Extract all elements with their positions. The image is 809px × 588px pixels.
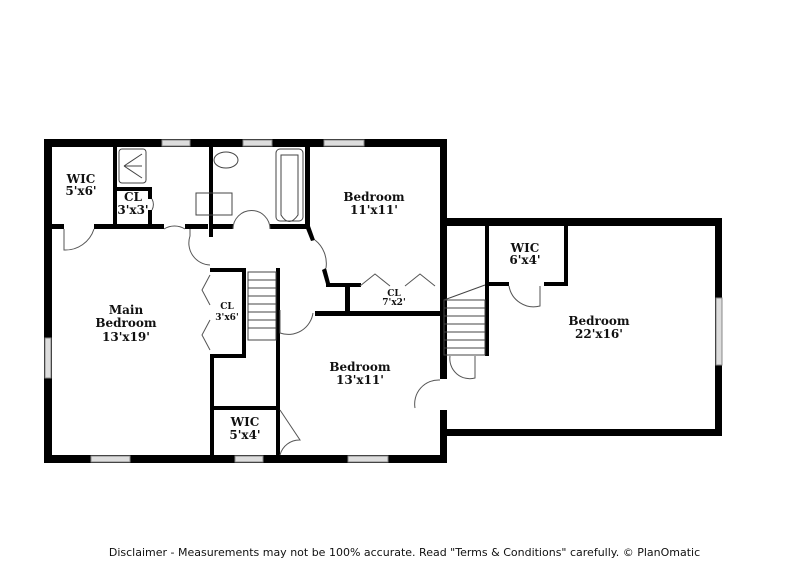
- room-name: WIC: [66, 172, 96, 186]
- room-name: CL: [124, 190, 143, 204]
- room-size: 3'x6': [215, 313, 238, 323]
- room-size: 7'x2': [382, 298, 405, 308]
- room-size: 3'x3': [117, 203, 148, 217]
- room-size: 13'x11': [336, 373, 384, 387]
- room-name: Main: [109, 303, 144, 317]
- room-size: 11'x11': [350, 203, 398, 217]
- room-name: Bedroom: [95, 316, 156, 330]
- room-size: 5'x4': [229, 428, 260, 442]
- windows: [44, 139, 723, 463]
- vanity-sink: [195, 192, 233, 216]
- shower: [118, 148, 147, 184]
- bathtub: [275, 148, 304, 222]
- room-name: CL: [220, 302, 234, 312]
- staircase-right: [443, 284, 486, 356]
- room-name: WIC: [230, 415, 260, 429]
- room-name: CL: [387, 289, 401, 299]
- room-size: 6'x4': [509, 253, 540, 267]
- doors: [63, 198, 541, 456]
- room-name: Bedroom: [343, 190, 404, 204]
- room-size: 13'x19': [102, 330, 150, 344]
- room-name: Bedroom: [329, 360, 390, 374]
- disclaimer-text: Disclaimer - Measurements may not be 100…: [108, 546, 701, 559]
- room-name: WIC: [510, 241, 540, 255]
- toilet: [213, 151, 239, 169]
- room-labels: WIC 5'x6' CL 3'x3' Main Bedroom 13'x19' …: [65, 172, 629, 442]
- room-size: 22'x16': [575, 327, 623, 341]
- room-size: 5'x6': [65, 184, 96, 198]
- room-name: Bedroom: [568, 314, 629, 328]
- fixtures: [118, 148, 486, 356]
- staircase-left: [247, 271, 277, 341]
